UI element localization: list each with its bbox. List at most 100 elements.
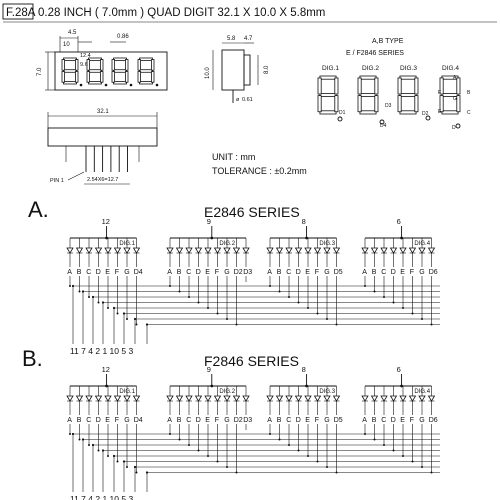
segment-label: D [296, 417, 301, 424]
junction [116, 312, 119, 315]
segment [139, 81, 153, 85]
segment [397, 95, 402, 113]
dim-height: 10.0 [205, 67, 211, 79]
junction [78, 438, 81, 441]
common-pin-1: 12 [102, 217, 110, 226]
segment [125, 71, 129, 83]
pin1-label: PIN 1 [50, 178, 64, 184]
segment [399, 110, 417, 115]
segment-label: D [391, 269, 396, 276]
diode [123, 247, 131, 254]
dim-pin-diameter: 0.61 [242, 97, 253, 103]
segment [414, 77, 419, 95]
diode [361, 395, 369, 402]
segment [88, 81, 102, 85]
segment [439, 77, 444, 95]
bottom-view: 32.1 2.54X6=12.7 PIN 1 [47, 109, 158, 185]
junction [112, 306, 116, 310]
part-number-box [2, 3, 34, 20]
junction [430, 471, 433, 474]
digit-label-4: DIG.4 [414, 241, 430, 247]
dim-angle: 12.4 [80, 53, 91, 59]
segment-label: G [124, 269, 129, 276]
segment [439, 95, 444, 113]
segment-label: D [196, 417, 201, 424]
segment [63, 81, 77, 85]
segment-label: B [177, 417, 182, 424]
dim-pin-offset: 4.7 [244, 36, 253, 42]
diode [285, 395, 293, 402]
junction [107, 307, 109, 309]
segment-label: D3 [243, 269, 252, 276]
diode [323, 247, 331, 254]
segment-label: C [86, 417, 91, 424]
dp-label-4: D4 [380, 123, 387, 129]
junction [316, 312, 319, 315]
segment [151, 71, 155, 83]
junction [226, 466, 228, 468]
junction [81, 290, 85, 293]
segment-label: F [215, 269, 219, 276]
segment-label: F [115, 417, 119, 424]
segment [139, 57, 153, 61]
segment [334, 95, 339, 113]
diode [242, 395, 250, 402]
segment-label: D6 [429, 417, 438, 424]
segment-label: D [391, 417, 396, 424]
dim-overall-width: 32.1 [97, 109, 109, 115]
diode [204, 395, 212, 402]
segment-label: B [277, 417, 282, 424]
junction [364, 285, 366, 287]
segment-label: G [224, 417, 229, 424]
diode [399, 247, 407, 254]
diode [213, 395, 222, 402]
segment-label: A [267, 269, 272, 276]
segment [441, 110, 459, 115]
segment-label: E [205, 417, 210, 424]
junction [326, 318, 328, 320]
segment-label: D5 [334, 269, 343, 276]
segment-label: E [105, 417, 110, 424]
segment-label: A [67, 417, 72, 424]
bottom-body [47, 127, 158, 147]
segment-label: C [286, 417, 291, 424]
front-dp-1 [79, 83, 83, 87]
segment [397, 77, 402, 95]
type-digit-4 [439, 75, 461, 115]
segment-label: F [410, 417, 414, 424]
dim-seg-width: 0.86 [117, 34, 129, 40]
diode [389, 395, 398, 402]
diode [94, 247, 103, 254]
segment-label: D3 [243, 417, 252, 424]
circuit-a-letter: A. [28, 197, 49, 222]
segment-label: D [196, 269, 201, 276]
diode [285, 247, 293, 254]
segment [456, 95, 461, 113]
segment-label: E [400, 269, 405, 276]
diode [370, 247, 379, 254]
pin-numbers: 11 7 4 2 1 10 5 3 [70, 494, 133, 500]
segment [100, 59, 104, 71]
diode [399, 395, 407, 402]
junction [226, 318, 228, 320]
diode [75, 395, 84, 402]
segment [125, 59, 129, 71]
front-digit-1 [61, 57, 79, 85]
segment [88, 69, 102, 73]
segment [111, 71, 115, 83]
dim-inner-height: 8.0 [264, 65, 270, 74]
dim-digit-pitch: 4.5 [68, 30, 77, 36]
pin-numbers: 11 7 4 2 1 10 5 3 [70, 346, 133, 356]
segment [75, 59, 79, 71]
dim-pin-diameter-sym: ø [236, 97, 240, 103]
diode [232, 247, 241, 254]
junction [288, 296, 290, 298]
junction [197, 449, 200, 452]
junction [101, 449, 105, 452]
diode [223, 247, 231, 254]
common-pin-3: 8 [302, 365, 306, 374]
diode [304, 247, 312, 254]
front-dp-3 [129, 83, 133, 87]
junction [216, 460, 219, 463]
